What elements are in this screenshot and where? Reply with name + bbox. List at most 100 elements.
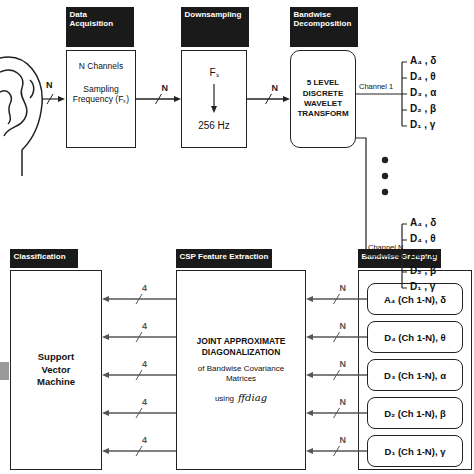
arrow-head (102, 296, 109, 302)
stage-heading: Classification (10, 249, 78, 268)
arrow-head (102, 334, 109, 340)
process-box: JOINT APPROXIMATE DIAGONALIZATION of Band… (176, 270, 306, 470)
band-label: D₃ , α (410, 87, 436, 98)
connector-line (312, 450, 367, 451)
band-label: D₂ , β (410, 103, 436, 114)
text-row: usingffdiag (215, 391, 267, 404)
head-illustration (0, 57, 42, 176)
output-stub (0, 362, 9, 380)
channel-label: Channel 1 (359, 82, 393, 91)
box-text: N Channels (79, 61, 123, 72)
bus-slash (136, 370, 142, 380)
box-text: D₄ (Ch 1-N), θ (384, 332, 445, 343)
arrow-head (102, 372, 109, 378)
box-text: ffdiag (238, 391, 267, 404)
bus-slash (156, 94, 162, 104)
box-body: D₄ (Ch 1-N), θ (368, 322, 462, 352)
box-body: D₃ (Ch 1-N), α (368, 360, 462, 390)
process-box: N ChannelsSampling Frequency (Fₛ)Data Ac… (66, 50, 136, 148)
box-text: D₃ (Ch 1-N), α (384, 370, 446, 381)
connector-arrow (306, 446, 367, 456)
stage-heading: Data Acquisition (66, 7, 134, 47)
dot (382, 157, 388, 163)
band-box: D₂ (Ch 1-N), β (367, 397, 463, 429)
bus-width: 4 (142, 359, 147, 369)
dot (382, 189, 388, 195)
connector-line (247, 98, 284, 99)
bus-slash (334, 408, 340, 418)
connector-arrow (136, 94, 181, 104)
bracket (401, 62, 402, 126)
box-body: Support Vector Machine (11, 271, 101, 469)
process-box: Support Vector MachineClassification (10, 270, 102, 470)
connector-arrow (306, 332, 367, 342)
band-label: D₃ , α (410, 249, 436, 260)
band-label: A₄ , δ (410, 55, 436, 66)
bus-slash (136, 408, 142, 418)
channel-label: Channel N (368, 243, 403, 252)
connector-line (312, 298, 367, 299)
connector-arrow (306, 370, 367, 380)
bus-width: N (340, 321, 347, 331)
band-label: A₄ , δ (410, 217, 436, 228)
connector-line (312, 336, 367, 337)
connector-line (312, 412, 367, 413)
box-body: JOINT APPROXIMATE DIAGONALIZATION of Band… (177, 271, 305, 469)
box-text: Support Vector Machine (29, 351, 83, 388)
bus-slash (334, 370, 340, 380)
box-text: A₄ (Ch 1-N), δ (384, 294, 446, 305)
bus-slash (334, 446, 340, 456)
bus-width: N (340, 283, 347, 293)
bus-width: N (46, 80, 53, 90)
head-outline (0, 57, 42, 176)
signal-arrow (42, 98, 59, 99)
dot (382, 173, 388, 179)
arrow-head (306, 334, 313, 340)
box-text: 256 Hz (198, 120, 230, 131)
connector-line (108, 298, 176, 299)
box-text: JOINT APPROXIMATE DIAGONALIZATION (185, 336, 297, 358)
arrow-head (306, 410, 313, 416)
bus-width: N (162, 83, 169, 93)
connector-line (108, 450, 176, 451)
connector-arrow (102, 370, 176, 380)
wire (356, 138, 402, 256)
process-box: 5 LEVEL DISCRETE WAVELET TRANSFORMBandwi… (290, 50, 356, 148)
connector-line (108, 412, 176, 413)
bus-width: 4 (142, 397, 147, 407)
band-label: D₄ , θ (410, 233, 436, 244)
group-box: Bandwise GroupingA₄ (Ch 1-N), δD₄ (Ch 1-… (358, 270, 472, 470)
band-box: D₃ (Ch 1-N), α (367, 359, 463, 391)
brain-fold (30, 80, 34, 98)
box-text: D₂ (Ch 1-N), β (384, 408, 446, 419)
process-box: Fₛ256 HzDownsampling (181, 50, 247, 148)
box-text: Sampling Frequency (Fₛ) (71, 84, 131, 105)
band-label: D₁ , γ (410, 281, 435, 292)
connector-arrow (306, 408, 367, 418)
connector-line (108, 374, 176, 375)
connector-arrow (102, 408, 176, 418)
connector-arrow (306, 294, 367, 304)
box-text: Fₛ (209, 65, 218, 79)
bus-slash (136, 446, 142, 456)
bus-width: N (340, 397, 347, 407)
band-label: D₄ , θ (410, 71, 436, 82)
bus-width: 4 (142, 283, 147, 293)
arrow-head (174, 96, 181, 102)
box-body: D₁ (Ch 1-N), γ (368, 436, 462, 466)
bus-width: N (340, 359, 347, 369)
bus-width: 4 (142, 435, 147, 445)
connector-arrow (102, 446, 176, 456)
arrow-head (306, 296, 313, 302)
box-text: of Bandwise Covariance Matrices (185, 364, 297, 385)
wire (356, 93, 402, 94)
box-text: 5 LEVEL DISCRETE WAVELET TRANSFORM (296, 78, 350, 120)
connector-arrow (102, 332, 176, 342)
brain-fold (0, 91, 11, 124)
tick (402, 62, 407, 126)
box-text: D₁ (Ch 1-N), γ (385, 446, 446, 457)
connector-line (312, 374, 367, 375)
bus-slash (334, 332, 340, 342)
bus-slash (136, 332, 142, 342)
